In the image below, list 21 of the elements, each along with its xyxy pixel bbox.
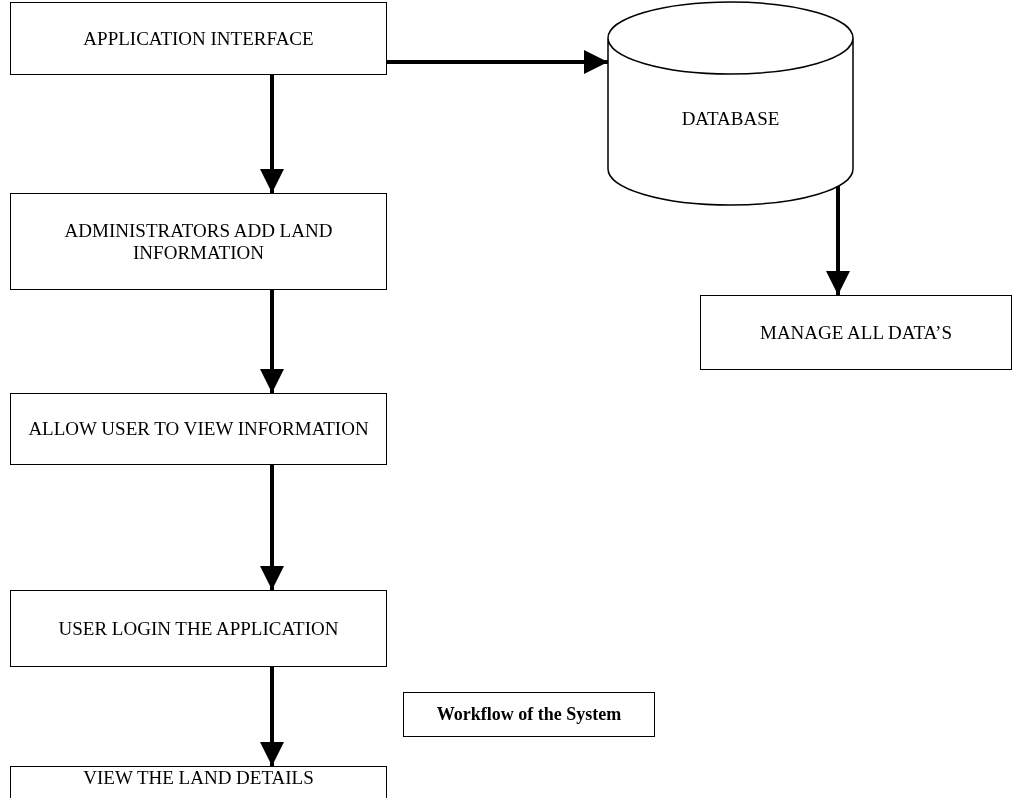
node-label: MANAGE ALL DATA’S <box>759 321 953 344</box>
process-box <box>10 193 387 290</box>
node-label: Workflow of the System <box>435 704 623 725</box>
process-box <box>10 766 387 798</box>
arrow <box>260 465 284 590</box>
process-box <box>700 295 1012 370</box>
arrow <box>260 75 284 193</box>
node-label: APPLICATION INTERFACE <box>82 27 315 50</box>
process-box <box>10 2 387 75</box>
arrow <box>387 50 608 74</box>
node-label: DATABASE <box>680 107 781 130</box>
arrow <box>260 667 284 766</box>
node-label: ALLOW USER TO VIEW INFORMATION <box>27 418 370 440</box>
node-label: USER LOGIN THE APPLICATION <box>57 617 340 640</box>
caption-box <box>403 692 655 737</box>
process-box <box>10 590 387 667</box>
node-label: ADMINISTRATORS ADD LAND INFORMATION <box>63 219 334 264</box>
node-label: VIEW THE LAND DETAILS <box>82 767 315 789</box>
process-box <box>10 393 387 465</box>
arrow <box>260 290 284 393</box>
arrow <box>826 185 850 295</box>
